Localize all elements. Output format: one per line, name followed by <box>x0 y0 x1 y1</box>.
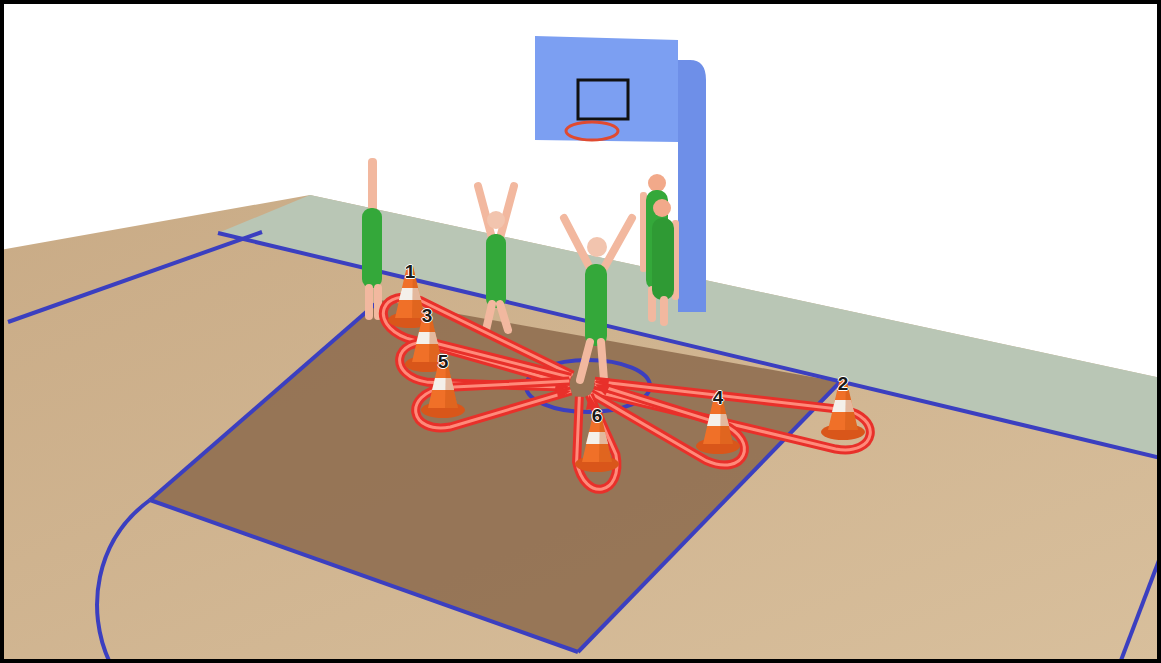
player <box>640 174 679 326</box>
player <box>362 158 382 320</box>
arrow-head <box>595 384 610 395</box>
movement-loops <box>383 297 870 489</box>
callout-number: 3 <box>415 306 439 326</box>
backboard <box>535 36 678 142</box>
player <box>564 218 632 380</box>
callout-number: 5 <box>431 352 455 372</box>
court-lines <box>8 232 1161 663</box>
basket-pole <box>676 60 706 312</box>
callout-number: 2 <box>831 374 855 394</box>
callout-number: 1 <box>398 262 422 282</box>
wood-floor <box>0 195 1161 663</box>
movement-loop-highlight <box>577 395 617 489</box>
movement-loop <box>577 395 617 489</box>
rim <box>566 122 618 140</box>
player <box>478 186 514 330</box>
basket <box>535 36 706 312</box>
arrow-head <box>556 387 571 399</box>
backboard-square <box>578 80 628 119</box>
callout-number: 6 <box>585 406 609 426</box>
cones <box>388 266 865 472</box>
callout-number: 4 <box>706 388 730 408</box>
key-area <box>150 300 840 652</box>
